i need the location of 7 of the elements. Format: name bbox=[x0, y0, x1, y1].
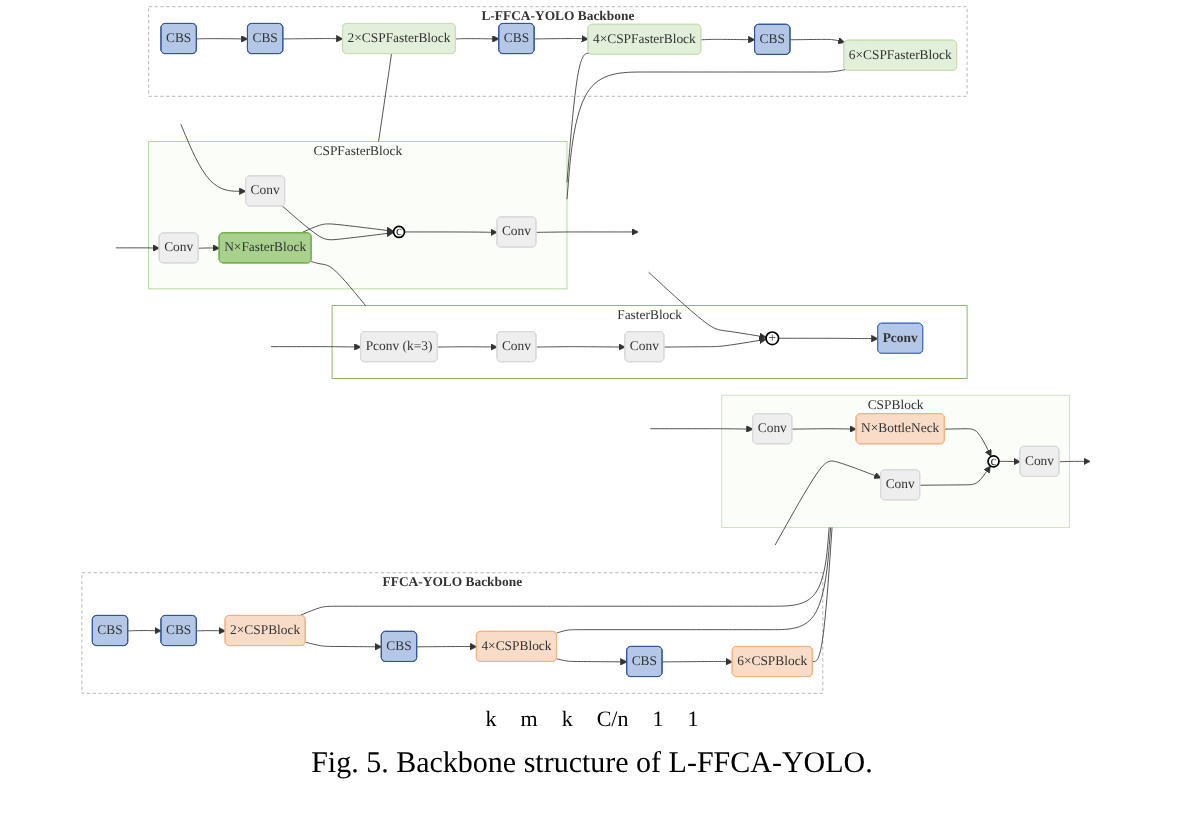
dimension-label: k bbox=[483, 708, 499, 732]
dimension-label: C/n bbox=[594, 708, 631, 732]
dimension-label: 1 bbox=[650, 708, 666, 732]
dimension-label: 1 bbox=[685, 708, 701, 732]
dimension-label: k bbox=[559, 708, 575, 732]
dimension-label: m bbox=[518, 708, 540, 732]
figure-caption: Fig. 5. Backbone structure of L-FFCA-YOLO. bbox=[311, 748, 873, 782]
